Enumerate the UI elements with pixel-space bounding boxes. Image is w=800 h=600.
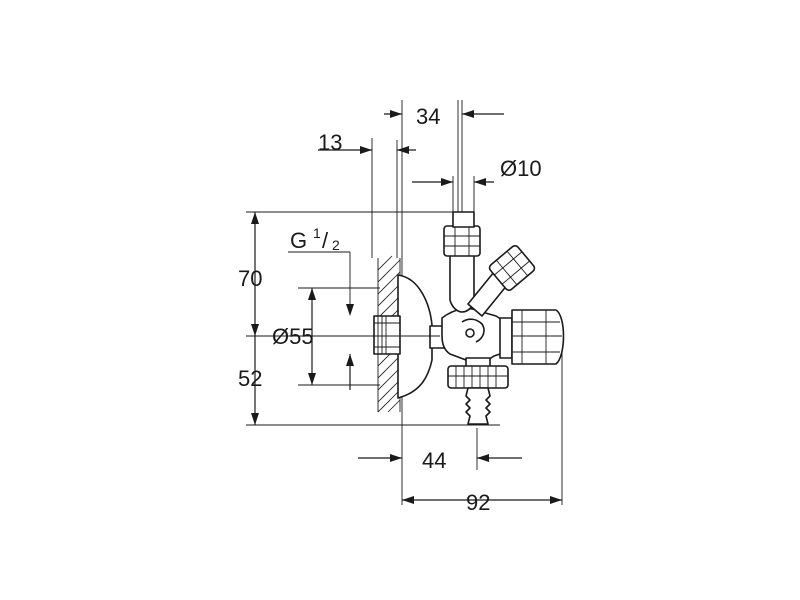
dim-92-label: 92 bbox=[466, 490, 490, 515]
dim-34-label: 34 bbox=[416, 104, 440, 129]
pipe-nut bbox=[443, 225, 481, 257]
thread-numerator-label: 1 bbox=[313, 225, 321, 241]
dim-diameter-55-label: Ø55 bbox=[272, 324, 314, 349]
hose-nozzle bbox=[465, 387, 491, 425]
wall-rosette bbox=[397, 274, 433, 399]
dim-44-label: 44 bbox=[422, 448, 446, 473]
dimension-lines bbox=[246, 110, 562, 504]
valve-fitting bbox=[373, 211, 565, 425]
dim-diameter-10-label: Ø10 bbox=[500, 156, 542, 181]
angled-nut bbox=[488, 245, 536, 291]
knurled-handwheel bbox=[447, 365, 509, 389]
right-union-nut bbox=[511, 309, 565, 365]
dim-52-label: 52 bbox=[238, 366, 262, 391]
thread-prefix-label: G bbox=[290, 228, 307, 253]
dim-13-label: 13 bbox=[318, 130, 342, 155]
thread-denominator-label: 2 bbox=[332, 237, 340, 253]
dim-70-label: 70 bbox=[238, 266, 262, 291]
thread-slash-label: / bbox=[322, 228, 329, 253]
